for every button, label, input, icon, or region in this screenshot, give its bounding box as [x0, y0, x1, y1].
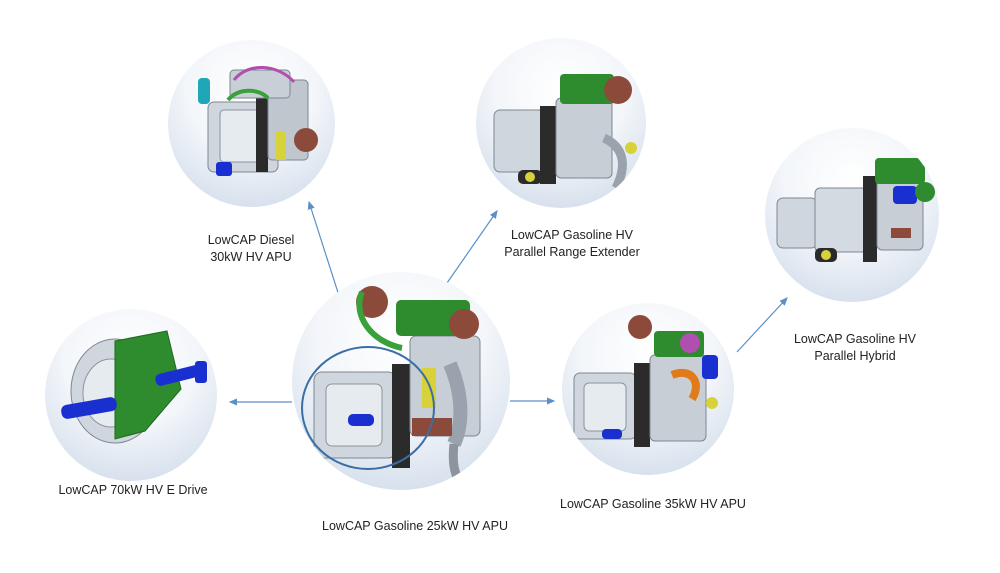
label-apu35: LowCAP Gasoline 35kW HV APU [560, 496, 746, 513]
center-title: LowCAP Gasoline 25kW HV APU [322, 519, 508, 533]
parallel-hybrid-engine-image [765, 128, 939, 302]
label-diesel: LowCAP Diesel 30kW HV APU [190, 232, 312, 266]
diesel-title: LowCAP Diesel [207, 233, 295, 247]
apu35-title: LowCAP Gasoline 35kW HV APU [560, 497, 746, 511]
range-extender-title: LowCAP Gasoline HV [510, 228, 634, 242]
parallel-hybrid-title: LowCAP Gasoline HV [793, 332, 917, 346]
range-extender-engine-image [476, 38, 646, 208]
range-extender-subtitle: Parallel Range Extender [504, 245, 640, 259]
parallel-hybrid-subtitle: Parallel Hybrid [814, 349, 896, 363]
center-engine-image [292, 272, 510, 490]
diesel-engine-image [168, 40, 335, 207]
center-highlight-ring [301, 346, 435, 470]
label-parallel-hybrid: LowCAP Gasoline HV Parallel Hybrid [790, 331, 920, 365]
edrive-title: LowCAP 70kW HV E Drive [58, 483, 208, 497]
label-range-extender: LowCAP Gasoline HV Parallel Range Extend… [497, 227, 647, 261]
label-center: LowCAP Gasoline 25kW HV APU [320, 518, 510, 535]
label-edrive: LowCAP 70kW HV E Drive [58, 482, 208, 499]
arrow-to-parallel-hybrid [736, 297, 788, 353]
diesel-subtitle: 30kW HV APU [210, 250, 292, 264]
edrive-image [45, 309, 217, 481]
apu35-engine-image [562, 303, 734, 475]
